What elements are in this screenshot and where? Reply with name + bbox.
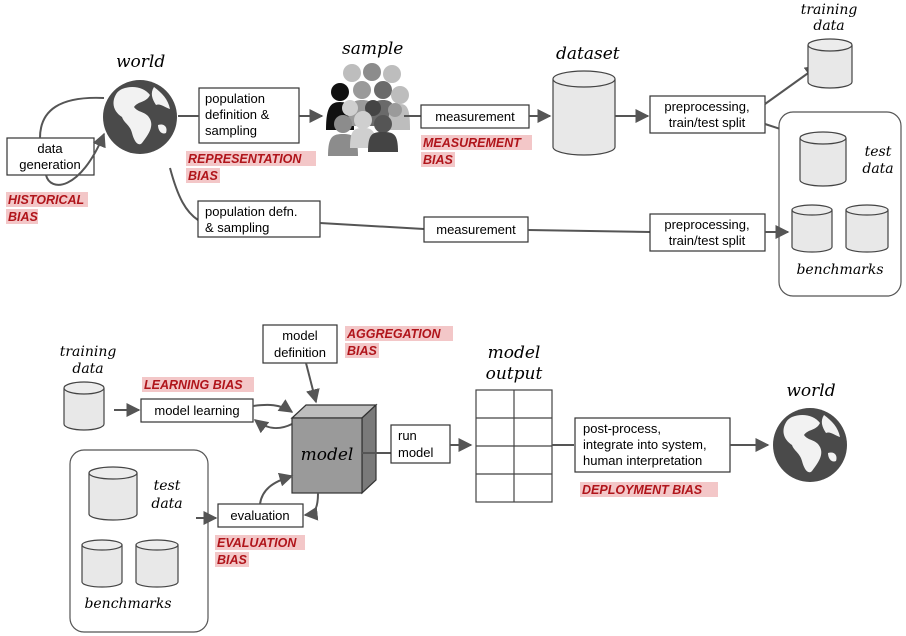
preprocessing-2-line2: train/test split (669, 233, 746, 248)
test-data-label-bottom-2: data (151, 496, 182, 512)
aggregation-bias-line2: BIAS (347, 344, 378, 358)
post-process-line3: human interpretation (583, 453, 702, 468)
preprocessing-box-2 (649, 213, 766, 252)
training-data-label-bottom-1: training (60, 344, 117, 360)
evaluation-bias-line2: BIAS (217, 553, 248, 567)
historical-bias-line2: BIAS (8, 210, 39, 224)
deployment-bias-label: DEPLOYMENT BIAS (582, 483, 703, 497)
historical-bias-highlight-1 (6, 192, 88, 207)
model-output-table-icon (475, 389, 553, 503)
model-definition-line1: model (282, 328, 318, 343)
arrow-world-to-datagen (39, 96, 105, 139)
preprocessing-2-line1: preprocessing, (664, 217, 749, 232)
arrow-popdefn-to-measure (319, 222, 425, 230)
arrow-world-to-popdefn (169, 167, 199, 221)
aggregation-bias-highlight-1 (345, 326, 453, 341)
post-process-box (574, 417, 731, 473)
data-generation-line1: data (37, 141, 63, 156)
world-globe-icon-bottom (773, 408, 847, 482)
representation-bias-line2: BIAS (188, 169, 219, 183)
model-learning-box (140, 398, 254, 423)
test-data-label-top-1: test (865, 144, 892, 160)
model-learning-label: model learning (154, 403, 239, 418)
historical-bias-line1: HISTORICAL (8, 193, 84, 207)
arrow-datagen-to-world (45, 132, 106, 186)
measurement-bias-highlight-2 (421, 152, 455, 167)
test-data-cylinder-icon-bottom (88, 466, 138, 521)
preprocessing-box-1 (649, 95, 766, 134)
preprocessing-1-line2: train/test split (669, 115, 746, 130)
model-definition-line2: definition (274, 345, 326, 360)
aggregation-bias-highlight-2 (345, 343, 379, 358)
learning-bias-label: LEARNING BIAS (144, 378, 243, 392)
model-cube-icon (290, 403, 378, 495)
world-globe-icon (103, 80, 177, 154)
deployment-bias-highlight (580, 482, 718, 497)
test-data-cylinder-icon-top (799, 131, 847, 187)
population-definition-line2: definition & (205, 107, 270, 122)
population-defn-box (197, 200, 321, 238)
evaluation-bias-highlight-2 (215, 552, 249, 567)
model-output-label-2: output (486, 364, 543, 384)
world-label-top: world (116, 52, 165, 72)
arrow-learning-to-model (252, 399, 294, 413)
measurement-bias-line1: MEASUREMENT (423, 136, 522, 150)
training-data-cylinder-icon (807, 38, 853, 89)
measurement-box-2 (423, 216, 529, 243)
run-model-box (390, 424, 451, 464)
evaluation-label: evaluation (230, 508, 289, 523)
run-model-line1: run (398, 428, 417, 443)
population-definition-line3: sampling (205, 123, 257, 138)
post-process-line2: integrate into system, (583, 437, 707, 452)
historical-bias-highlight-2 (6, 209, 38, 224)
arrow-model-to-evaluation (303, 492, 319, 521)
measurement-bias-highlight-1 (421, 135, 532, 150)
benchmark-cylinder-icon-top-2 (845, 204, 889, 253)
post-process-line1: post-process, (583, 421, 661, 436)
data-generation-line2: generation (19, 157, 80, 172)
arrow-measure2-to-preproc2 (527, 229, 651, 233)
representation-bias-line1: REPRESENTATION (188, 152, 302, 166)
representation-bias-highlight-1 (186, 151, 316, 166)
aggregation-bias-line1: AGGREGATION (346, 327, 441, 341)
measurement-bias-line2: BIAS (423, 153, 454, 167)
population-defn-line1: population defn. (205, 204, 298, 219)
population-definition-line1: population (205, 91, 265, 106)
arrow-evaluation-to-model (259, 472, 294, 505)
test-data-label-top-2: data (862, 161, 893, 177)
arrow-model-to-learning (253, 419, 293, 434)
model-cube-label: model (301, 445, 354, 465)
benchmark-cylinder-icon-bottom-2 (135, 539, 179, 588)
world-label-bottom: world (786, 381, 835, 401)
representation-bias-highlight-2 (186, 168, 220, 183)
benchmarks-label-top: benchmarks (796, 262, 883, 278)
arrow-modeldef-to-model (305, 362, 320, 404)
population-defn-line2: & sampling (205, 220, 269, 235)
dataset-cylinder-icon (552, 70, 616, 156)
sample-people-icon (326, 63, 410, 156)
benchmarks-label-bottom: benchmarks (84, 596, 171, 612)
training-data-label-top-1: training (801, 2, 858, 18)
dataset-label: dataset (556, 44, 620, 64)
learning-bias-highlight (142, 377, 254, 392)
evaluation-bias-highlight-1 (215, 535, 305, 550)
data-generation-box (6, 137, 95, 176)
benchmark-cylinder-icon-bottom-1 (81, 539, 123, 588)
sample-label: sample (342, 39, 403, 59)
training-data-cylinder-icon-bottom (63, 381, 105, 431)
measurement-label-1: measurement (435, 109, 515, 124)
run-model-line2: model (398, 445, 434, 460)
test-data-label-bottom-1: test (154, 478, 181, 494)
training-data-label-top-2: data (813, 18, 844, 34)
training-data-label-bottom-2: data (72, 361, 103, 377)
population-definition-box (198, 87, 300, 144)
evaluation-bias-line1: EVALUATION (217, 536, 297, 550)
benchmark-cylinder-icon-top-1 (791, 204, 833, 253)
preprocessing-1-line1: preprocessing, (664, 99, 749, 114)
measurement-label-2: measurement (436, 222, 516, 237)
model-output-label-1: model (488, 343, 541, 363)
model-definition-box (262, 324, 338, 364)
